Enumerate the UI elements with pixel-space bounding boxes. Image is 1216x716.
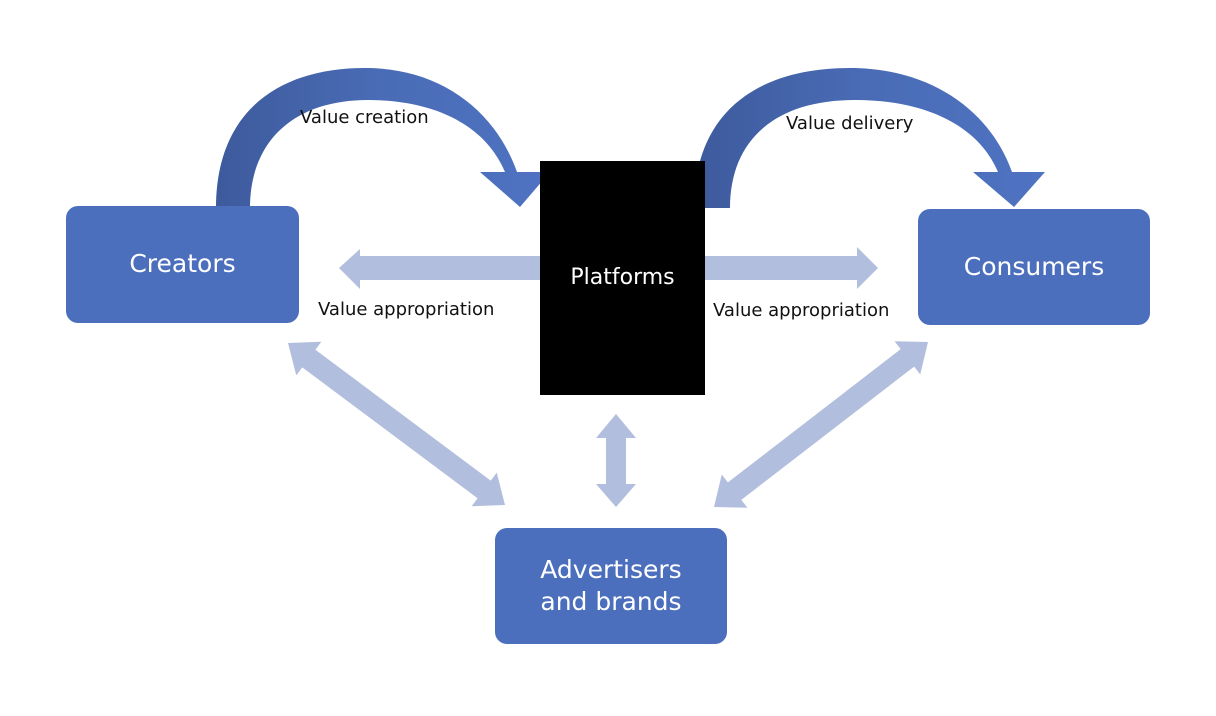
value-delivery-label: Value delivery bbox=[786, 113, 914, 134]
creators-node[interactable]: Creators bbox=[66, 206, 299, 323]
creators-advertisers-arrow-shape bbox=[288, 341, 505, 507]
value-creation-arrow-body bbox=[216, 68, 550, 208]
consumers-advertisers-arrow bbox=[714, 341, 928, 508]
value-creation-label: Value creation bbox=[300, 107, 429, 128]
consumers-advertisers-arrow-shape bbox=[714, 341, 928, 508]
consumers-node[interactable]: Consumers bbox=[918, 209, 1150, 325]
advertisers-node[interactable]: Advertisers and brands bbox=[495, 528, 727, 644]
platforms-label: Platforms bbox=[570, 264, 675, 290]
platforms-advertisers-arrow bbox=[596, 414, 636, 507]
value-delivery-arrow bbox=[694, 68, 1045, 208]
value-creation-arrow bbox=[216, 68, 550, 208]
creators-advertisers-arrow bbox=[288, 341, 505, 507]
platforms-node[interactable]: Platforms bbox=[540, 161, 705, 395]
value-appropriation-right-label: Value appropriation bbox=[713, 300, 890, 321]
advertisers-label: Advertisers and brands bbox=[540, 554, 682, 617]
consumers-label: Consumers bbox=[963, 251, 1105, 281]
appropriation-arrow-left bbox=[339, 249, 540, 289]
value-delivery-arrow-body bbox=[694, 68, 1045, 208]
appropriation-arrow-right bbox=[705, 247, 878, 289]
value-appropriation-left-label: Value appropriation bbox=[318, 299, 495, 320]
creators-label: Creators bbox=[129, 249, 236, 279]
